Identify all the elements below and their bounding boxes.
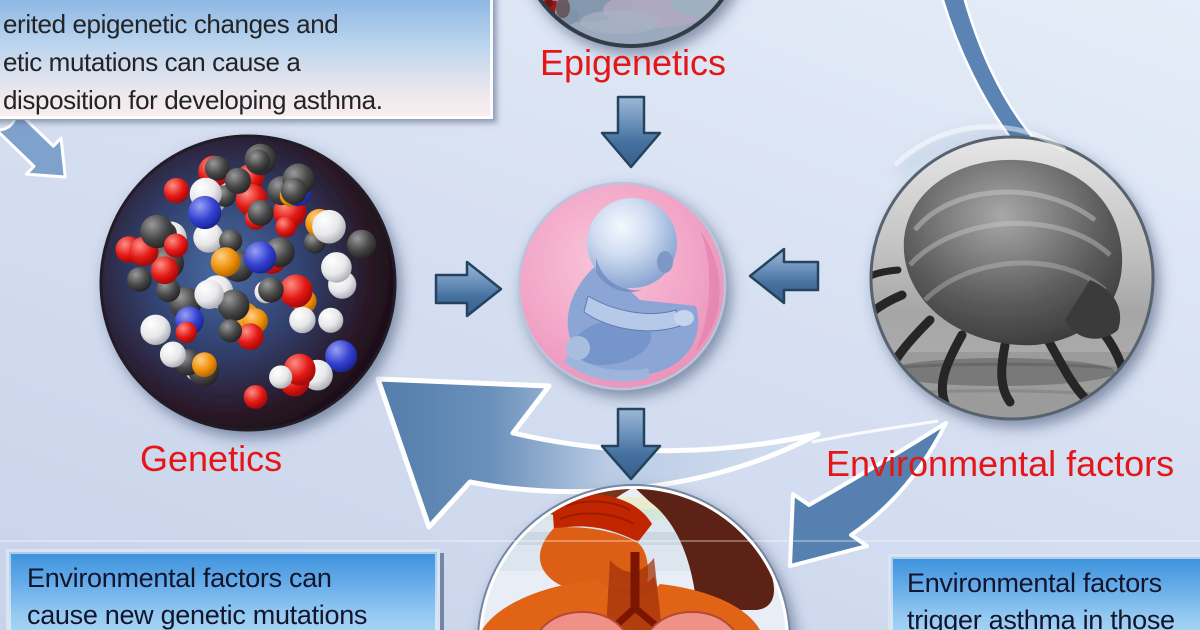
dna-sphere	[192, 352, 217, 378]
arrow-fetus-to-outcome	[600, 407, 662, 481]
dna-sphere	[246, 149, 270, 173]
dna-sphere	[244, 241, 277, 274]
dna-sphere	[236, 323, 264, 351]
dna-sphere	[188, 195, 222, 230]
airways-anatomy	[480, 487, 788, 630]
dna-sphere	[243, 385, 268, 409]
dna-sphere	[325, 340, 358, 373]
callout-text-line: disposition for developing asthma.	[3, 85, 383, 115]
dna-sphere	[140, 214, 174, 249]
dna-sphere	[163, 177, 190, 204]
dna-sphere	[218, 319, 242, 343]
arrow-tail-line	[811, 419, 939, 444]
callout-text-line: cause new genetic mutations	[27, 600, 368, 630]
dna-sphere	[127, 267, 152, 292]
callout-top-left: erited epigenetic changes and etic mutat…	[0, 0, 494, 120]
arrow-environment-to-fetus	[748, 247, 820, 305]
curved-arrow-outcome-to-genetics	[375, 376, 939, 530]
dna-sphere	[275, 216, 297, 238]
dna-sphere	[279, 274, 313, 308]
dna-sphere	[193, 222, 224, 253]
lungs-photo	[477, 484, 791, 630]
label-epigenetics: Epigenetics	[539, 42, 727, 83]
epigenetics-photo	[527, 0, 743, 48]
callout-text-line: erited epigenetic changes and	[3, 9, 339, 39]
callout-text-line: etic mutations can cause a	[3, 47, 301, 77]
dna-sphere	[280, 177, 308, 205]
dna-sphere	[194, 279, 224, 309]
dna-sphere	[159, 341, 186, 368]
fetus	[564, 198, 720, 382]
micrograph-texture	[527, 0, 743, 34]
label-environmental-factors: Environmental factors	[826, 443, 1175, 484]
callout-bottom-right: Environmental factors trigger asthma in …	[888, 554, 1200, 630]
dna-sphere	[140, 314, 171, 345]
dna-sphere	[217, 289, 250, 322]
dna-sphere	[247, 199, 274, 226]
callout-text-line: trigger asthma in those	[907, 605, 1175, 630]
lung-right	[643, 611, 741, 630]
dna-sphere	[289, 306, 316, 334]
dust-mite-photo	[869, 124, 1155, 421]
dna-sphere	[175, 321, 197, 344]
dna-sphere	[269, 365, 293, 389]
genetics-photo	[99, 134, 397, 432]
dna-sphere	[321, 252, 352, 283]
dna-sphere	[204, 156, 230, 181]
callout-text-line: Environmental factors can	[27, 563, 332, 593]
dna-sphere	[318, 307, 344, 333]
dna-sphere	[210, 247, 241, 277]
callout-bottom-left: Environmental factors can cause new gene…	[6, 549, 440, 630]
lung-left	[533, 611, 631, 630]
brain	[552, 494, 652, 542]
dna-sphere	[219, 229, 243, 253]
dna-sphere	[224, 167, 251, 194]
callout-text-line: Environmental factors	[907, 568, 1162, 598]
fetus-photo	[517, 181, 727, 391]
rim-highlight	[893, 124, 1067, 167]
dna-sphere	[163, 233, 189, 258]
dna-sphere	[258, 277, 284, 303]
block-arrows	[434, 95, 820, 481]
arrow-genetics-to-fetus	[434, 260, 503, 318]
background-seam	[0, 540, 1200, 542]
dna-sphere	[347, 229, 377, 259]
dna-sphere	[150, 256, 179, 285]
curved-arrow-environment-to-outcome	[788, 421, 948, 568]
arrow-epigenetics-to-fetus	[600, 95, 662, 169]
fetus-head	[587, 198, 677, 288]
hair	[634, 487, 775, 610]
dna-sphere	[156, 278, 181, 302]
label-genetics: Genetics	[140, 438, 283, 479]
dna-molecule	[115, 143, 377, 409]
dna-sphere	[312, 209, 346, 244]
